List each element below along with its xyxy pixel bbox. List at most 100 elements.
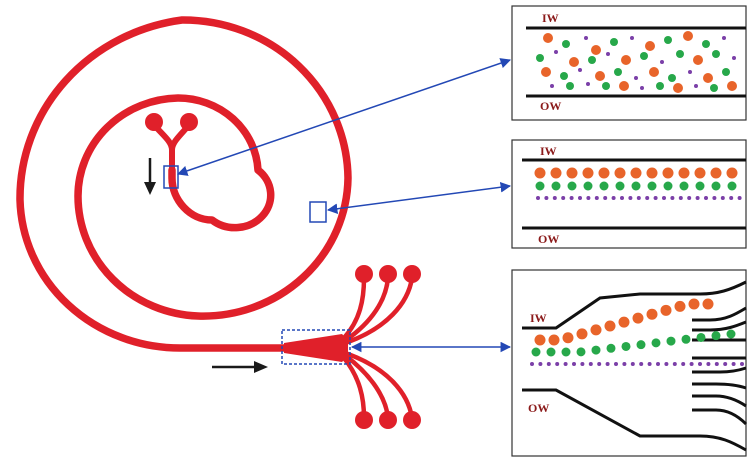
medium-particle [666, 336, 676, 346]
small-particle [656, 362, 660, 366]
small-particle [712, 196, 717, 200]
medium-particle [546, 347, 556, 357]
zoom-box-outlet [281, 329, 351, 365]
small-particle [546, 362, 551, 366]
small-particle [578, 196, 582, 200]
large-particle [534, 334, 546, 346]
small-particle [544, 196, 549, 200]
small-particle [588, 362, 593, 366]
small-particle [681, 362, 686, 366]
zoom-box-inlet [163, 165, 179, 189]
large-particle [582, 167, 594, 179]
medium-particle [676, 50, 684, 58]
small-particle [639, 362, 644, 366]
medium-particle [679, 181, 689, 191]
large-particle [598, 167, 610, 179]
down-arrow-icon [144, 158, 156, 195]
small-particle [580, 362, 585, 366]
outlet-splitter-walls [692, 306, 748, 426]
medium-particle [566, 82, 574, 90]
large-particle [703, 73, 713, 83]
small-particle [647, 362, 652, 366]
small-particle [572, 362, 576, 366]
small-particle [555, 362, 560, 366]
small-particle [678, 196, 683, 200]
medium-particle [560, 72, 568, 80]
outer-wall-label: OW [528, 401, 549, 415]
right-arrow-icon [212, 361, 268, 373]
large-particle [727, 81, 737, 91]
inlet-reservoir-left [145, 113, 163, 131]
large-particle [534, 167, 546, 179]
outer-wall [522, 388, 747, 452]
medium-particle [656, 82, 664, 90]
medium-particle [606, 343, 616, 353]
small-particle [698, 362, 702, 366]
large-particle [619, 81, 629, 91]
large-particle [688, 298, 700, 310]
large-particle [646, 308, 658, 320]
particles-focused [534, 167, 742, 200]
medium-particle [636, 340, 646, 350]
medium-particle [712, 50, 720, 58]
large-particle [660, 304, 672, 316]
small-particle [569, 196, 574, 200]
medium-particle [614, 68, 622, 76]
large-particle [662, 167, 674, 179]
medium-particle [535, 181, 545, 191]
medium-particle [681, 334, 691, 344]
small-particle [636, 196, 641, 200]
small-particle [672, 362, 677, 366]
large-particle [673, 83, 683, 93]
panel-outlet-separation: IW OW [511, 269, 748, 457]
large-particle [649, 67, 659, 77]
medium-particle [663, 181, 673, 191]
large-particle [562, 332, 574, 344]
small-particle [645, 196, 650, 200]
medium-particle [615, 181, 625, 191]
inner-wall-label: IW [530, 311, 547, 325]
large-particle [566, 167, 578, 179]
medium-particle [702, 40, 710, 48]
inner-wall-label: IW [542, 11, 559, 25]
particles-random [536, 31, 737, 93]
zoom-box-outer-loop [309, 201, 327, 223]
large-particle [591, 45, 601, 55]
small-particle [614, 362, 618, 366]
large-particle [590, 324, 602, 336]
small-particle [594, 196, 599, 200]
outlet-reservoirs [355, 265, 421, 429]
small-particle [554, 50, 558, 54]
outer-wall-label: OW [540, 99, 561, 113]
large-particle [632, 312, 644, 324]
large-particle [726, 167, 738, 179]
large-particle [630, 167, 642, 179]
small-particle [611, 196, 616, 200]
medium-particle [695, 181, 705, 191]
medium-particle [621, 341, 631, 351]
large-particle [543, 33, 553, 43]
medium-particle [711, 331, 721, 341]
medium-particle [722, 68, 730, 76]
spiral-channel [16, 16, 352, 352]
medium-particle [651, 338, 661, 348]
large-particle [618, 316, 630, 328]
large-particle [674, 300, 686, 312]
small-particle [706, 362, 711, 366]
medium-particle [551, 181, 561, 191]
small-particle [720, 196, 725, 200]
small-particle [586, 82, 590, 86]
large-particle [548, 334, 560, 346]
small-particle [722, 36, 726, 40]
panel-focused-bands: IW OW [511, 139, 747, 249]
small-particle [695, 196, 700, 200]
medium-particle [576, 347, 586, 357]
large-particle [614, 167, 626, 179]
large-particle [678, 167, 690, 179]
large-particle [693, 55, 703, 65]
small-particle [561, 196, 566, 200]
small-particle [740, 362, 744, 366]
small-particle [704, 196, 708, 200]
medium-particle [588, 56, 596, 64]
